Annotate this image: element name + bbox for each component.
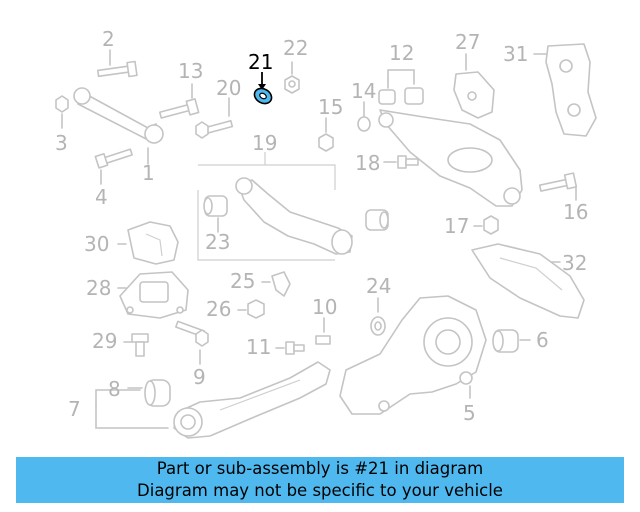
part-10-bolt bbox=[315, 317, 331, 345]
part-19-group-bracket bbox=[197, 152, 336, 261]
part-15-nut bbox=[318, 117, 334, 152]
part-22-nut bbox=[284, 61, 300, 94]
label-part-30: 30 bbox=[84, 232, 109, 256]
label-part-27: 27 bbox=[455, 30, 480, 54]
part-26-nut bbox=[237, 299, 265, 319]
part-12-bushings bbox=[378, 69, 424, 105]
label-part-31: 31 bbox=[503, 42, 528, 66]
part-3-nut bbox=[55, 95, 69, 129]
label-part-18: 18 bbox=[355, 151, 380, 175]
label-part-21-highlighted: 21 bbox=[248, 50, 273, 74]
part-25-clip bbox=[261, 271, 291, 297]
part-23-bushings bbox=[203, 195, 389, 233]
part-7-bracket bbox=[95, 389, 141, 407]
part-6-bushing bbox=[492, 329, 531, 353]
label-part-1: 1 bbox=[142, 161, 155, 185]
part-30-bumper bbox=[117, 221, 179, 265]
label-part-14: 14 bbox=[351, 79, 376, 103]
label-part-22: 22 bbox=[283, 36, 308, 60]
label-part-6: 6 bbox=[536, 328, 549, 352]
part-14-washer bbox=[357, 101, 371, 132]
label-part-28: 28 bbox=[86, 276, 111, 300]
parts-diagram: 1 2 3 4 5 6 7 8 9 10 11 12 13 14 15 16 1… bbox=[55, 27, 597, 439]
label-part-2: 2 bbox=[102, 27, 115, 51]
part-2-bolt bbox=[96, 49, 138, 78]
label-part-3: 3 bbox=[55, 131, 68, 155]
part-info-banner: Part or sub-assembly is #21 in diagram D… bbox=[16, 457, 624, 503]
part-7-bracket-lower bbox=[95, 405, 169, 429]
part-20-bolt bbox=[195, 97, 234, 139]
label-part-5: 5 bbox=[463, 401, 476, 425]
part-28-mount bbox=[117, 271, 189, 319]
label-part-19: 19 bbox=[252, 131, 277, 155]
label-part-11: 11 bbox=[246, 335, 271, 359]
part-8-bushing bbox=[127, 379, 171, 407]
label-part-13: 13 bbox=[178, 59, 203, 83]
label-part-9: 9 bbox=[193, 365, 206, 389]
part-21-washer bbox=[253, 72, 273, 105]
part-5-knuckle bbox=[339, 295, 487, 415]
label-part-15: 15 bbox=[318, 95, 343, 119]
label-part-29: 29 bbox=[92, 329, 117, 353]
part-7-trailing-arm bbox=[173, 361, 331, 439]
label-part-25: 25 bbox=[230, 269, 255, 293]
banner-line-disclaimer: Diagram may not be specific to your vehi… bbox=[137, 481, 503, 500]
label-part-20: 20 bbox=[216, 76, 241, 100]
label-part-23: 23 bbox=[205, 230, 230, 254]
label-part-10: 10 bbox=[312, 295, 337, 319]
banner-line-part-number: Part or sub-assembly is #21 in diagram bbox=[156, 459, 484, 478]
part-16-bolt bbox=[538, 172, 578, 201]
part-32-shield bbox=[471, 243, 585, 319]
part-24-washer bbox=[370, 297, 386, 336]
part-31-bracket bbox=[533, 43, 597, 137]
part-13-bolt bbox=[158, 83, 200, 119]
label-part-12: 12 bbox=[389, 41, 414, 65]
label-part-7: 7 bbox=[68, 397, 81, 421]
part-1-upper-link bbox=[73, 87, 164, 144]
part-19-upper-arm bbox=[235, 177, 353, 255]
part-27-bracket bbox=[453, 53, 495, 119]
label-part-26: 26 bbox=[206, 297, 231, 321]
label-part-17: 17 bbox=[444, 214, 469, 238]
part-18-bolt bbox=[383, 155, 419, 169]
part-11-bolt bbox=[275, 341, 305, 355]
label-part-32: 32 bbox=[562, 251, 587, 275]
part-9-bolt bbox=[175, 320, 209, 365]
part-29-bolt bbox=[123, 333, 149, 357]
label-part-16: 16 bbox=[563, 200, 588, 224]
label-part-8: 8 bbox=[108, 377, 121, 401]
label-part-4: 4 bbox=[95, 185, 108, 209]
part-12-lower-arm bbox=[378, 109, 523, 207]
label-part-24: 24 bbox=[366, 274, 391, 298]
part-17-nut bbox=[473, 215, 499, 235]
part-4-bolt bbox=[94, 148, 133, 185]
